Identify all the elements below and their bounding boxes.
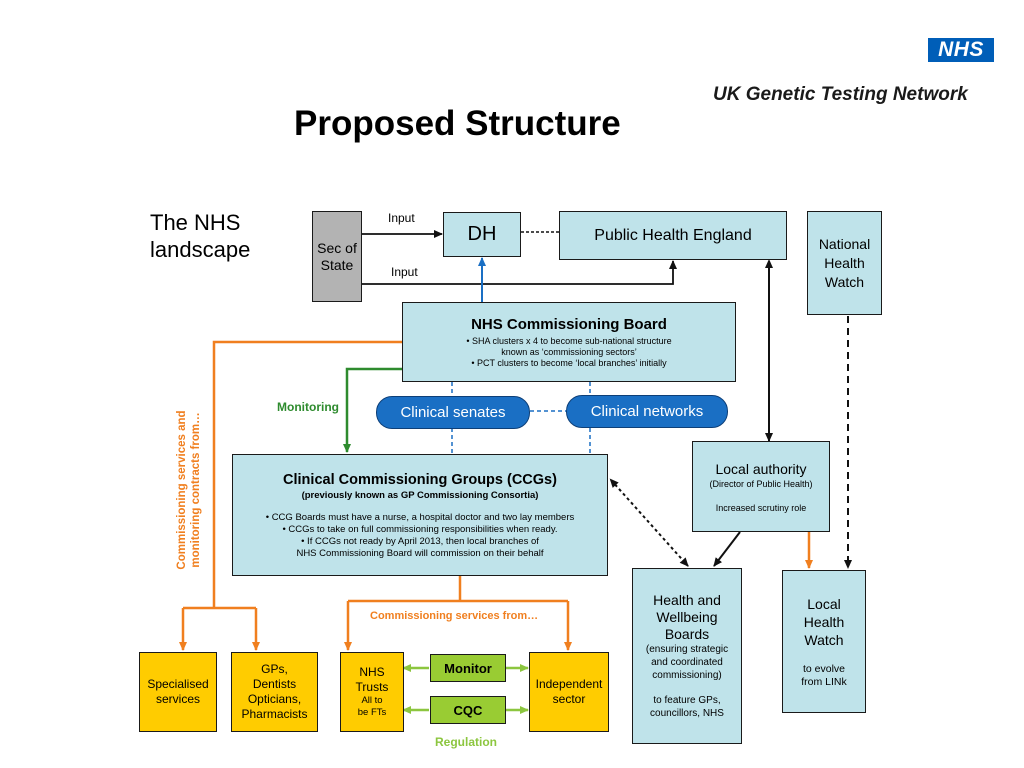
sec-of-state-label: Sec of State	[317, 239, 357, 273]
vertical-label-line1: Commissioning services and	[176, 410, 188, 570]
commissioning-board-box: NHS Commissioning Board • SHA clusters x…	[402, 302, 736, 382]
ccgs-line2: • CCGs to take on full commissioning res…	[282, 523, 558, 535]
hwb-title-line2: Wellbeing	[656, 609, 718, 625]
sec-of-state-box: Sec of State	[312, 211, 362, 302]
ccgs-title: Clinical Commissioning Groups (CCGs)	[283, 471, 557, 488]
input-label-bottom: Input	[391, 265, 418, 279]
commissioning-board-title: NHS Commissioning Board	[471, 316, 667, 333]
hwb-detail-line3: commissioning)	[652, 670, 722, 681]
gps-line4: Pharmacists	[241, 707, 308, 721]
phe-box: Public Health England	[559, 211, 787, 260]
independent-sector-box: Independent sector	[529, 652, 609, 732]
clinical-senates-pill: Clinical senates	[376, 396, 530, 429]
local-health-watch-line1: Local	[807, 595, 841, 612]
local-authority-subtitle: (Director of Public Health)	[709, 478, 813, 489]
national-health-watch-box: National Health Watch	[807, 211, 882, 315]
landscape-label-line2: landscape	[150, 237, 251, 262]
landscape-label-line1: The NHS	[150, 210, 241, 235]
page-title: Proposed Structure	[294, 104, 621, 143]
dh-label: DH	[467, 223, 497, 245]
hwb-box: Health and Wellbeing Boards (ensuring st…	[632, 568, 742, 744]
hwb-detail-line2: and coordinated	[651, 657, 723, 668]
ccgs-line4: NHS Commissioning Board will commission …	[296, 547, 544, 559]
local-health-watch-note1: to evolve	[802, 662, 846, 675]
vertical-label-line2: monitoring contracts from…	[190, 412, 202, 568]
ccgs-subtitle: (previously known as GP Commissioning Co…	[301, 489, 539, 501]
gps-line1: GPs,	[261, 662, 288, 676]
local-health-watch-note2: from LINk	[801, 675, 847, 688]
independent-sector-line1: Independent	[535, 677, 603, 691]
specialised-services-line2: services	[155, 692, 200, 706]
input-label-top: Input	[388, 211, 415, 225]
national-health-watch-line2: Health	[824, 254, 865, 271]
monitor-box: Monitor	[430, 654, 506, 682]
specialised-services-box: Specialised services	[139, 652, 217, 732]
national-health-watch-line3: Watch	[824, 273, 865, 290]
phe-label: Public Health England	[594, 226, 752, 244]
hwb-detail-line1: (ensuring strategic	[645, 644, 729, 655]
gps-line2: Dentists	[252, 677, 297, 691]
network-name: UK Genetic Testing Network	[713, 84, 968, 105]
independent-sector-line2: sector	[552, 692, 586, 706]
hwb-note-line2: councillors, NHS	[650, 708, 724, 719]
ccgs-line3: • If CCGs not ready by April 2013, then …	[301, 535, 539, 547]
nhs-trusts-line1: NHS	[359, 665, 385, 679]
ccgs-box: Clinical Commissioning Groups (CCGs) (pr…	[232, 454, 608, 576]
commissioning-board-line2: known as ‘commissioning sectors’	[501, 347, 637, 357]
commissioning-board-line3: • PCT clusters to become ‘local branches…	[471, 358, 667, 368]
specialised-services-line1: Specialised	[147, 677, 209, 691]
gps-line3: Opticians,	[247, 692, 302, 706]
commissioning-from-label: Commissioning services from…	[370, 610, 539, 622]
monitoring-label: Monitoring	[277, 400, 339, 414]
nhs-trusts-line2: Trusts	[355, 680, 389, 694]
hwb-note-line1: to feature GPs,	[653, 695, 721, 706]
nhs-trusts-note1: All to	[361, 695, 383, 706]
gps-box: GPs, Dentists Opticians, Pharmacists	[231, 652, 318, 732]
nhs-trusts-note2: be FTs	[357, 707, 387, 718]
commissioning-board-line1: • SHA clusters x 4 to become sub-nationa…	[466, 336, 672, 346]
dh-box: DH	[443, 212, 521, 257]
local-health-watch-line2: Health	[803, 613, 845, 630]
monitor-label: Monitor	[444, 660, 492, 676]
landscape-label: The NHS landscape	[150, 209, 250, 263]
hwb-title-line3: Boards	[664, 626, 710, 642]
clinical-networks-pill: Clinical networks	[566, 395, 728, 428]
local-authority-title: Local authority	[715, 460, 807, 477]
nhs-trusts-box: NHS Trusts All to be FTs	[340, 652, 404, 732]
cqc-label: CQC	[453, 702, 483, 718]
local-health-watch-line3: Watch	[804, 631, 844, 648]
nhs-logo: NHS	[928, 38, 994, 62]
local-authority-note: Increased scrutiny role	[715, 502, 807, 513]
local-authority-box: Local authority (Director of Public Heal…	[692, 441, 830, 532]
local-health-watch-box: Local Health Watch to evolve from LINk	[782, 570, 866, 713]
hwb-title-line1: Health and	[653, 592, 721, 608]
cqc-box: CQC	[430, 696, 506, 724]
regulation-label: Regulation	[435, 735, 497, 749]
ccgs-line1: • CCG Boards must have a nurse, a hospit…	[265, 511, 575, 523]
national-health-watch-line1: National	[818, 235, 871, 252]
